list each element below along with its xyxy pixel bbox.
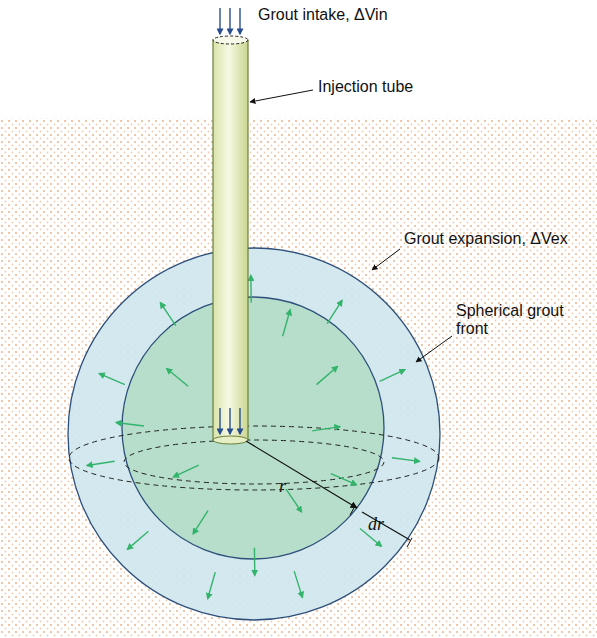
tube-bottom xyxy=(213,436,248,444)
inner-grout-sphere xyxy=(122,297,384,559)
flow-arrow xyxy=(167,369,188,387)
front-ellipse-inner xyxy=(124,440,384,484)
flow-arrow xyxy=(99,374,125,385)
dr-line xyxy=(362,512,410,540)
flow-arrow xyxy=(331,474,357,485)
flow-arrow xyxy=(127,531,148,549)
flow-arrow xyxy=(160,303,175,326)
soil-ground xyxy=(0,118,597,638)
flow-arrow xyxy=(173,465,198,477)
flow-arrow xyxy=(87,461,115,465)
flow-arrow xyxy=(254,548,256,575)
flow-arrow xyxy=(193,511,208,534)
flow-arrow xyxy=(208,572,216,598)
flow-arrows xyxy=(87,275,420,598)
intake-arrows xyxy=(220,8,240,434)
leader-line xyxy=(416,336,452,362)
radius-arrow xyxy=(246,441,357,508)
flow-arrow xyxy=(392,458,420,462)
front-ellipse-outer xyxy=(69,426,439,490)
injection-tube xyxy=(213,40,248,440)
leader-line xyxy=(250,90,313,102)
dr-tick xyxy=(350,506,355,515)
dimension-label: dr xyxy=(368,514,384,535)
leader-line xyxy=(372,249,400,270)
part-label: Injection tube xyxy=(318,78,413,96)
dimension-label: r xyxy=(279,476,286,497)
flow-arrow xyxy=(327,300,342,323)
flow-arrow xyxy=(294,571,302,597)
dr-tick xyxy=(407,538,412,547)
flow-arrow xyxy=(286,489,301,512)
flow-label: Grout intake, ΔVin xyxy=(258,6,388,24)
flow-arrow xyxy=(317,366,338,384)
part-label: Spherical grout front xyxy=(456,302,566,339)
flow-arrow xyxy=(116,422,144,426)
flow-arrow xyxy=(250,275,252,302)
part-label: Grout expansion, ΔVex xyxy=(404,230,568,248)
outer-grout-sphere xyxy=(68,248,440,620)
flow-arrow xyxy=(380,370,405,382)
flow-arrow xyxy=(283,310,291,336)
flow-arrow xyxy=(312,427,340,431)
tube-top xyxy=(213,36,248,44)
